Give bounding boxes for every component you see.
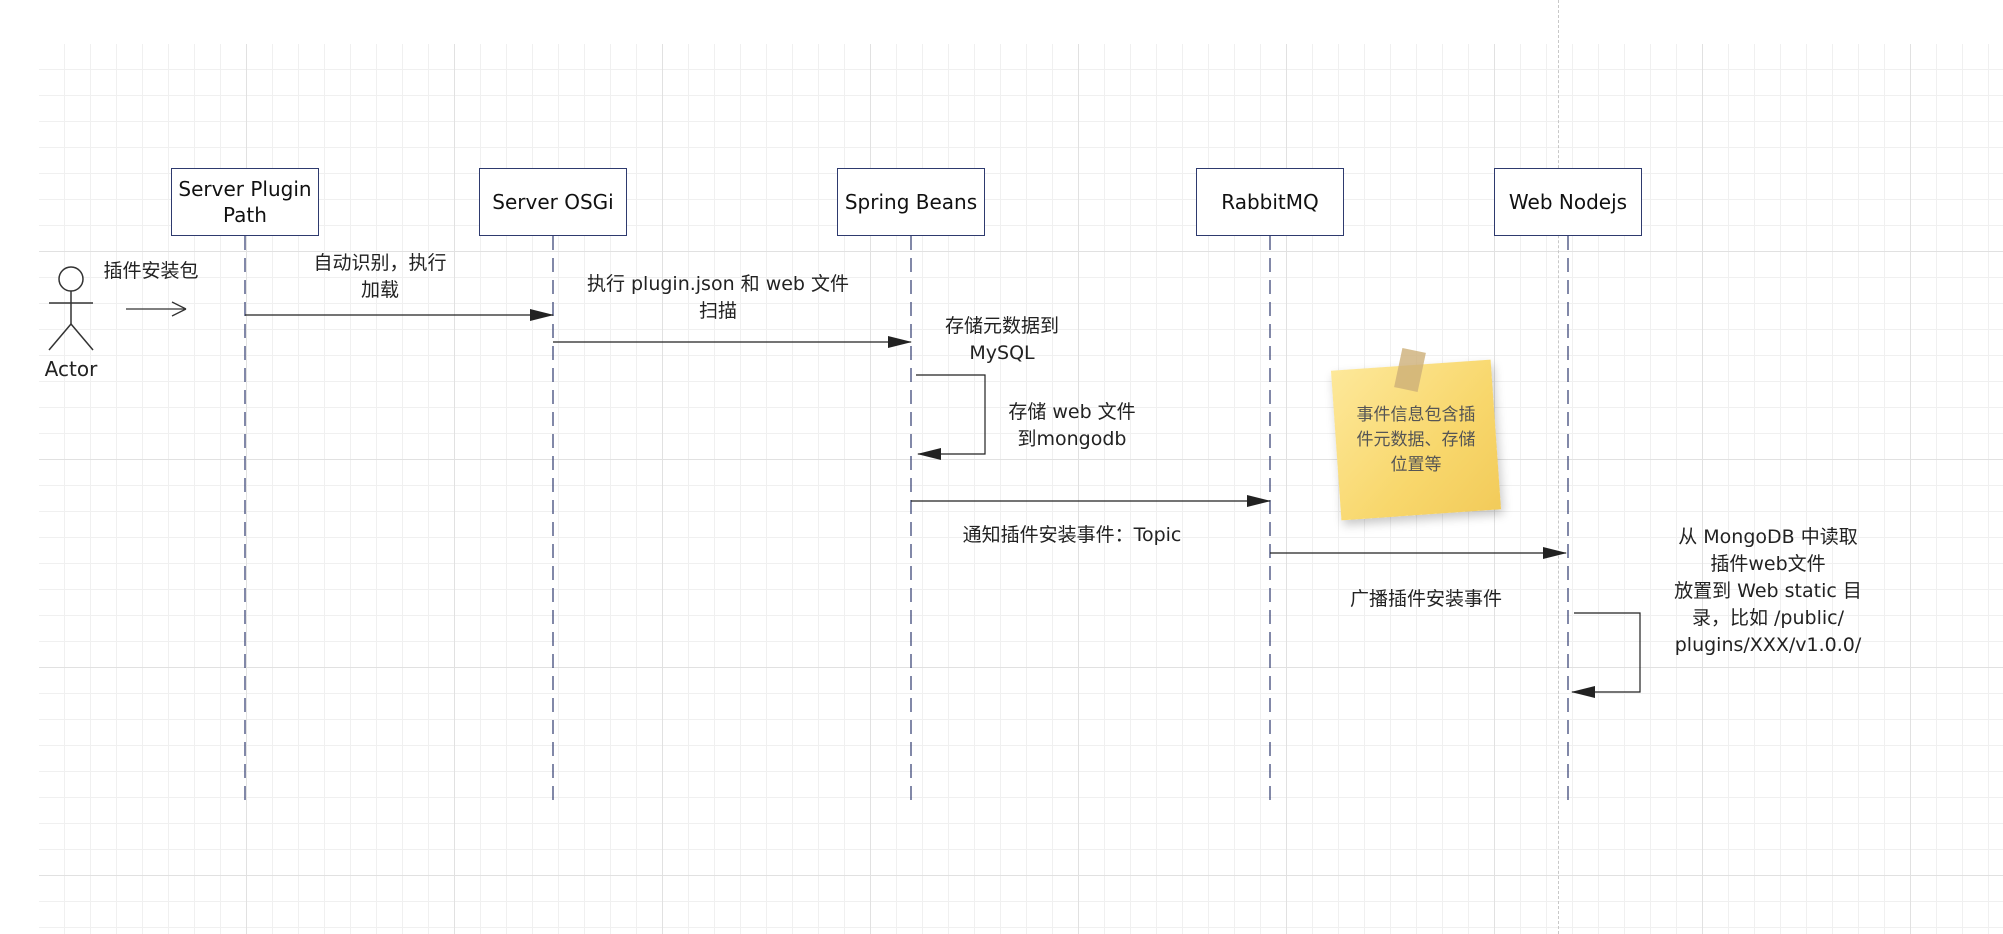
install-package-arrow [126, 301, 187, 317]
participant-rabbitmq[interactable]: RabbitMQ [1196, 168, 1344, 236]
participant-label: Spring Beans [844, 190, 978, 214]
message-label-scan: 执行 plugin.json 和 web 文件 扫描 [586, 273, 850, 322]
participant-label: RabbitMQ [1221, 190, 1319, 214]
note-text: 事件信息包含插 件元数据、存储 位置等 [1356, 404, 1476, 475]
message-label-auto-load: 自动识别，执行 加载 [313, 252, 447, 301]
message-label-web-static: 从 MongoDB 中读取 插件web文件 放置到 Web static 目 录… [1674, 526, 1862, 656]
message-label-notify: 通知插件安装事件：Topic [962, 524, 1182, 546]
message-label-store-mysql: 存储元数据到 MySQL [944, 315, 1059, 364]
diagram-canvas [39, 44, 2003, 934]
page-break-line [1558, 0, 1559, 934]
participant-server-osgi[interactable]: Server OSGi [479, 168, 627, 236]
participant-server-plugin-path[interactable]: Server Plugin Path [171, 168, 319, 236]
participant-spring-beans[interactable]: Spring Beans [837, 168, 985, 236]
actor-label: Actor [44, 357, 98, 381]
participant-label: Web Nodejs [1508, 190, 1628, 214]
self-message-arrow-web-static [1571, 612, 1641, 698]
message-label-store-mongo: 存储 web 文件 到mongodb [1008, 401, 1136, 450]
participant-label: Server Plugin Path [178, 177, 312, 227]
actor-icon [48, 266, 94, 351]
message-label-install-package: 插件安装包 [103, 260, 199, 282]
participant-label: Server OSGi [492, 190, 614, 214]
participant-web-nodejs[interactable]: Web Nodejs [1494, 168, 1642, 236]
message-label-broadcast: 广播插件安装事件 [1349, 588, 1502, 610]
self-message-arrow-store [916, 374, 986, 460]
